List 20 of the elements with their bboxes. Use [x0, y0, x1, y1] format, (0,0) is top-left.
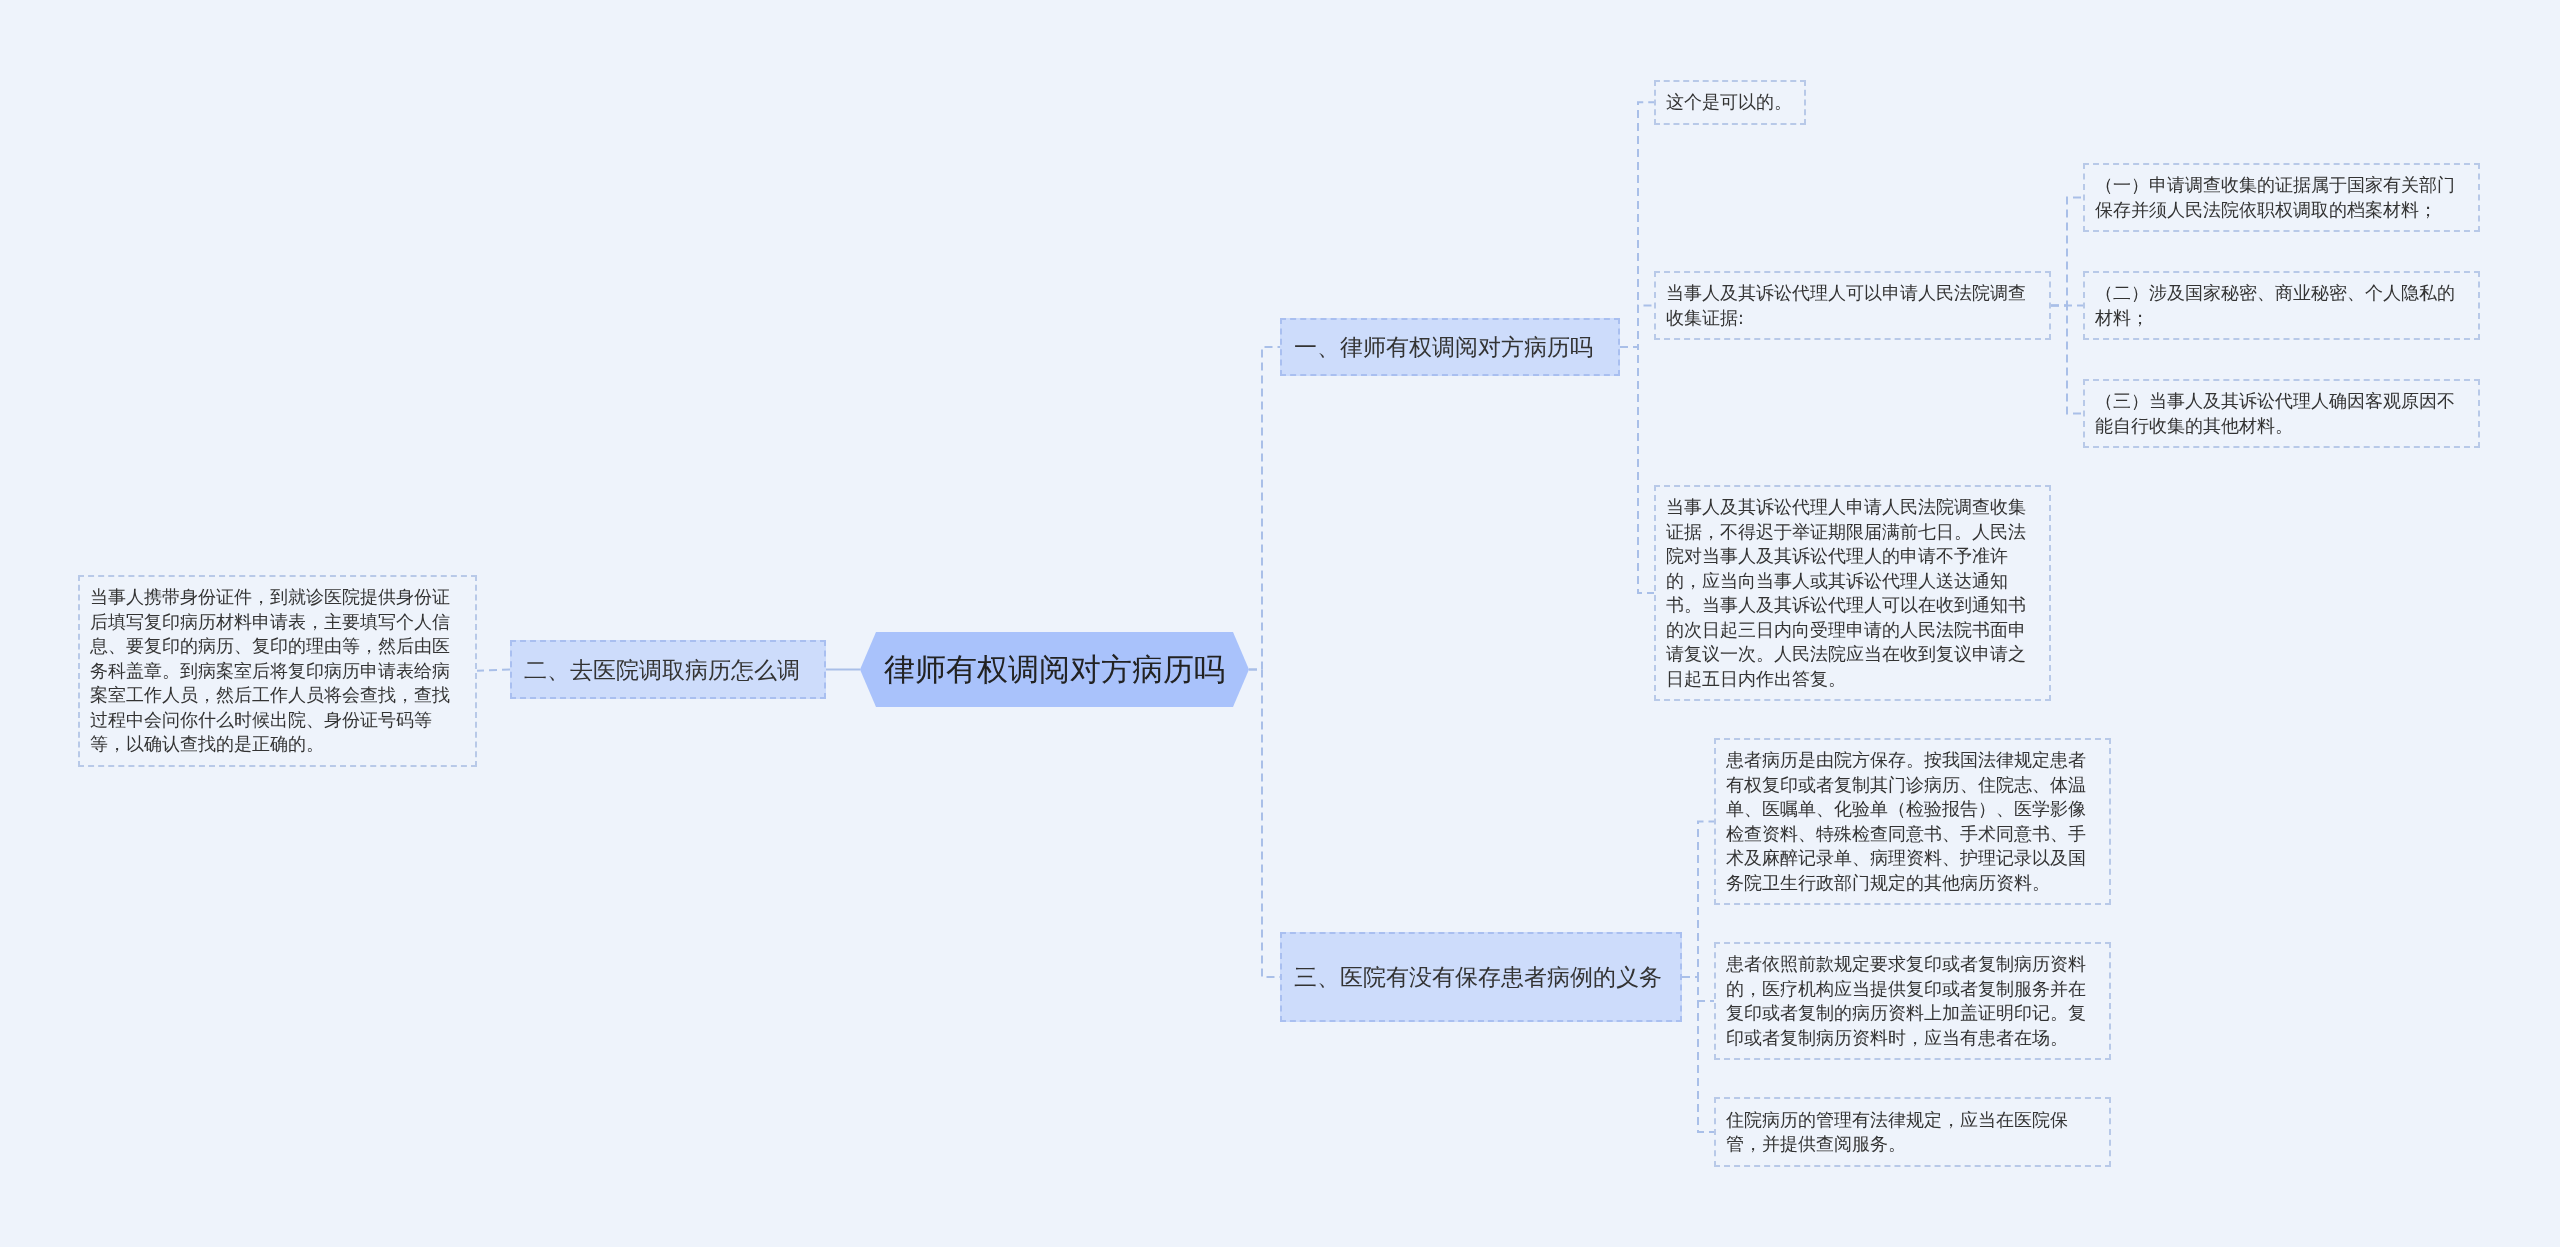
- text-box: 住院病历的管理有法律规定，应当在医院保管，并提供查阅服务。: [1714, 1097, 2111, 1167]
- text-box: （一）申请调查收集的证据属于国家有关部门保存并须人民法院依职权调取的档案材料；: [2083, 163, 2480, 232]
- topic-box: 二、去医院调取病历怎么调: [510, 640, 826, 699]
- text-box: 当事人携带身份证件，到就诊医院提供身份证后填写复印病历材料申请表，主要填写个人信息、要复印的病历、复印的理由等，然后由医务科盖章。到病案室后将复印病历申请表给病案室工作人员，然后工作人员将会查找，查找过程中会问你什么时候出院、身份证号码等等，以确认查找的是正确的。: [78, 575, 477, 767]
- topic-title: 律师有权调阅对方病历吗: [884, 649, 1225, 689]
- text-box: 患者依照前款规定要求复印或者复制病历资料的，医疗机构应当提供复印或者复制服务并在复印或者复制的病历资料上加盖证明印记。复印或者复制病历资料时，应当有患者在场。: [1714, 942, 2111, 1060]
- text-box: （二）涉及国家秘密、商业秘密、个人隐私的材料；: [2083, 271, 2480, 340]
- connector-line: [825, 668, 861, 671]
- connector-line: [2050, 304, 2084, 415]
- text-box: 患者病历是由院方保存。按我国法律规定患者有权复印或者复制其门诊病历、住院志、体温单、医嘱单、化验单（检验报告）、医学影像检查资料、特殊检查同意书、手术同意书、手术及麻醉记录单、病理资料、护理记录以及国务院卫生行政部门规定的其他病历资料。: [1714, 738, 2111, 905]
- text-box: 这个是可以的。: [1654, 80, 1806, 125]
- topic-box: 三、医院有没有保存患者病例的义务: [1280, 932, 1682, 1022]
- topic-box: 一、律师有权调阅对方病历吗: [1280, 318, 1620, 376]
- text-box: （三）当事人及其诉讼代理人确因客观原因不能自行收集的其他材料。: [2083, 379, 2480, 448]
- topic-hexagon: [860, 632, 1249, 707]
- connector-line: [1681, 976, 1715, 1133]
- connector-line: [1619, 346, 1655, 594]
- text-box: 当事人及其诉讼代理人可以申请人民法院调查收集证据:: [1654, 271, 2051, 340]
- text-box: 当事人及其诉讼代理人申请人民法院调查收集证据，不得迟于举证期限届满前七日。人民法院对当事人及其诉讼代理人的申请不予准许的，应当向当事人或其诉讼代理人送达通知书。当事人及其诉讼代理人可以在收到通知书的次日起三日内向受理申请的人民法院书面申请复议一次。人民法院应当在收到复议申请之日起五日内作出答复。: [1654, 485, 2051, 701]
- connector-line: [476, 668, 511, 672]
